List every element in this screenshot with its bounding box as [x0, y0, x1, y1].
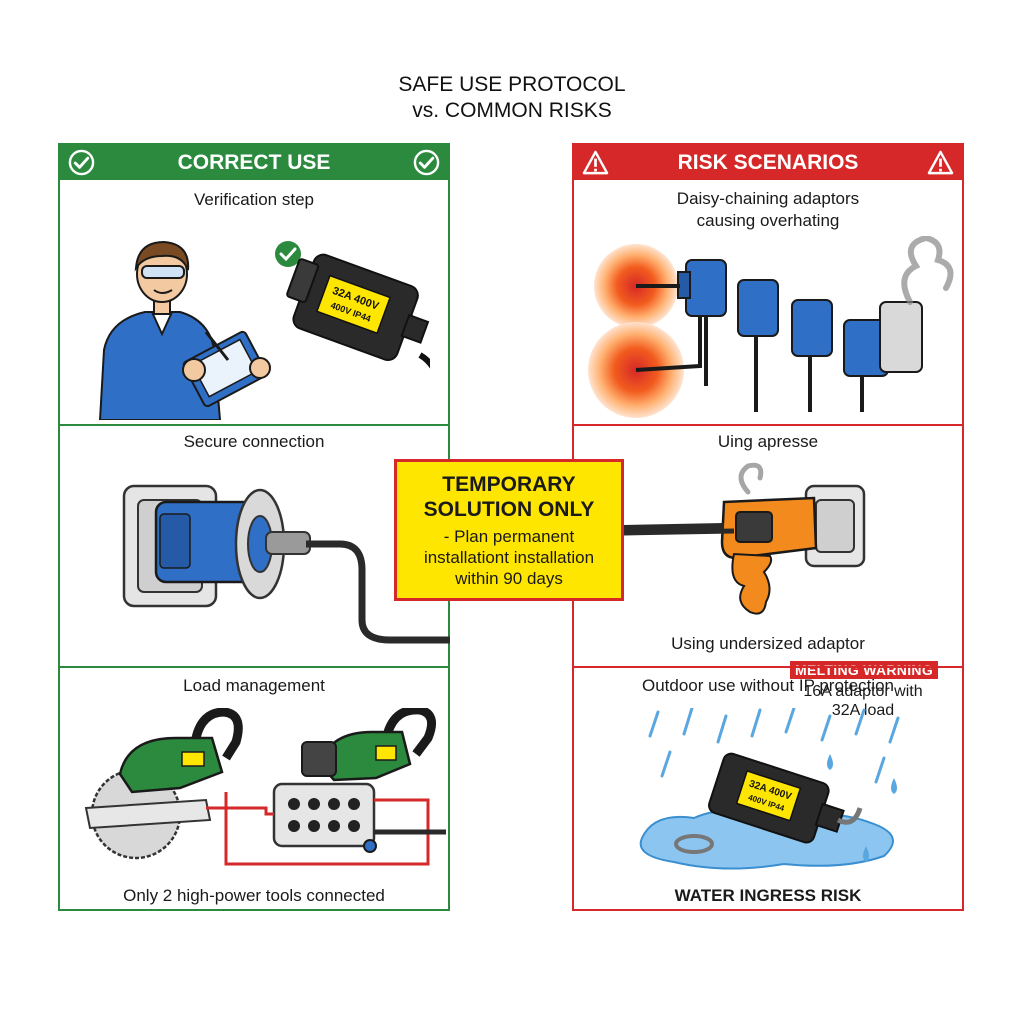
daisy-chaining-caption-line-1: Daisy-chaining adaptors [676, 189, 860, 208]
correct-use-title: CORRECT USE [177, 150, 331, 174]
warning-triangle-icon [927, 150, 954, 175]
page-title: SAFE USE PROTOCOL vs. COMMON RISKS [0, 72, 1024, 124]
temporary-solution-title: TEMPORARY SOLUTION ONLY [397, 472, 621, 522]
load-management-footer: Only 2 high-power tools connected [123, 886, 385, 905]
risk-scenarios-header: RISK SCENARIOS [574, 145, 962, 180]
undersized-adaptor-caption: Uing apresse [717, 432, 819, 451]
outdoor-use-panel: Outdoor use without IP protection 32A 40… [574, 666, 962, 909]
secure-connection-panel: Secure connection [60, 424, 450, 666]
undersized-adaptor-panel: Uing apresse MELTING WARNING 16A adaptor… [574, 424, 962, 719]
daisy-chaining-caption: Daisy-chaining adaptors causing overhati… [574, 188, 962, 232]
daisy-chaining-caption-line-2: causing overhating [696, 211, 840, 230]
verification-panel: Verification step [60, 180, 448, 424]
secure-connection-caption: Secure connection [183, 432, 325, 451]
secure-connection-illustration [122, 484, 450, 644]
undersized-adaptor-footer: Using undersized adaptor [671, 634, 865, 653]
temporary-solution-body-line-1: - Plan permanent [443, 527, 575, 546]
correct-use-header: CORRECT USE [60, 145, 448, 180]
melting-warning-text-line-1: 16A adaptor with [803, 683, 923, 700]
outdoor-use-caption: Outdoor use without IP protection [641, 676, 894, 695]
check-circle-icon [413, 149, 440, 176]
daisy-chain-overheating-illustration [588, 236, 954, 418]
load-management-caption: Load management [183, 676, 325, 695]
temporary-solution-title-line-1: TEMPORARY [442, 473, 576, 496]
water-ingress-illustration: 32A 400V 400V IP44 [639, 708, 900, 870]
worker-inspecting-adaptor-illustration: 32A 400V 400V IP44 [98, 240, 430, 420]
temp-box-connector-line [624, 528, 734, 536]
temporary-solution-title-line-2: SOLUTION ONLY [423, 498, 595, 521]
check-circle-icon [68, 149, 95, 176]
temporary-solution-body: - Plan permanent installationt installat… [397, 526, 621, 589]
temporary-solution-body-line-2: installationt installation [423, 548, 595, 567]
correct-use-column: CORRECT USE Verification step [58, 143, 450, 911]
warning-triangle-icon [582, 150, 609, 175]
title-line-1: SAFE USE PROTOCOL [398, 73, 626, 96]
power-tools-illustration [84, 708, 446, 866]
title-line-2: vs. COMMON RISKS [412, 99, 612, 122]
verification-caption: Verification step [193, 190, 314, 209]
load-management-panel: Load management Only [60, 666, 448, 909]
daisy-chaining-panel: Daisy-chaining adaptors causing overhati… [574, 180, 962, 424]
water-ingress-footer: WATER INGRESS RISK [674, 886, 862, 905]
temporary-solution-box: TEMPORARY SOLUTION ONLY - Plan permanent… [394, 459, 624, 601]
risk-scenarios-column: RISK SCENARIOS Daisy-chaining adaptors c… [572, 143, 964, 911]
risk-scenarios-title: RISK SCENARIOS [677, 150, 859, 174]
melting-adaptor-illustration [624, 462, 866, 615]
temporary-solution-body-line-3: within 90 days [455, 569, 563, 588]
